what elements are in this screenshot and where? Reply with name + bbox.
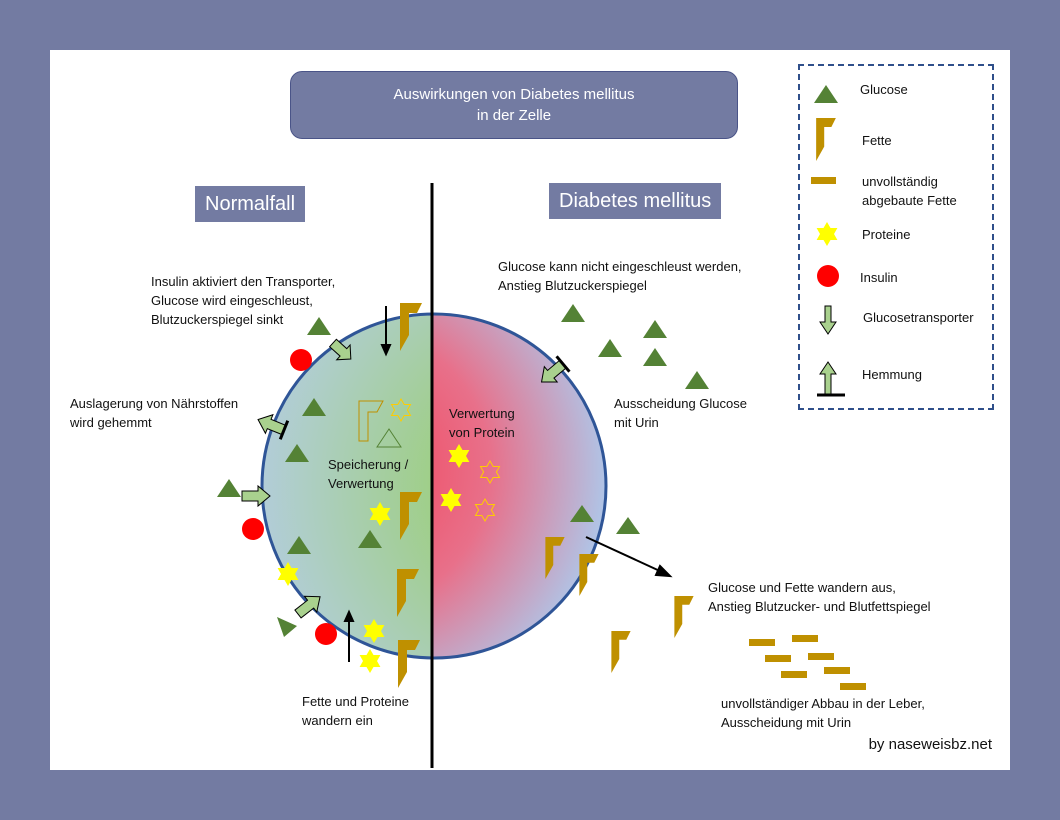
insulin-icon [242,349,337,645]
legend-icons [811,85,845,397]
annotation-fette-proteine: Fette und Proteine wandern ein [302,694,409,728]
title-line-1: Auswirkungen von Diabetes mellitus [393,86,635,103]
legend-label-hemmung: Hemmung [862,367,922,382]
title-box: Auswirkungen von Diabetes mellitus in de… [290,71,738,139]
glucose-icon [561,304,709,534]
annotation-insulin-transport: Insulin aktiviert den Transporter, Gluco… [151,274,336,327]
glucose-icon [217,317,382,637]
credit: by naseweisbz.net [868,736,992,753]
legend-label-glucose: Glucose [860,82,908,97]
glucose-triangle-icon [814,85,838,103]
cell-diabetes-half [432,314,606,658]
transporter-arrow-icon [819,305,837,335]
inhibition-arrow-icon [257,413,290,440]
cell-normal-half [262,314,432,658]
partial-fat-icon [749,635,866,690]
section-label-diabetes: Diabetes mellitus [549,183,722,219]
legend-label-partial-fats: unvollständig abgebaute Fette [862,174,957,208]
legend-label-transporter: Glucosetransporter [863,310,974,325]
annotation-ausscheidung-glucose: Ausscheidung Glucose mit Urin [614,396,747,430]
partial-fat-bar-icon [811,177,836,184]
fat-outline-icon [358,400,384,442]
annotation-abbau-leber: unvollständiger Abbau in der Leber, Auss… [721,696,925,730]
legend [798,64,994,410]
title-line-2: in der Zelle [476,107,552,124]
blocked-transporter-icon [540,355,571,383]
annotation-glucose-nicht: Glucose kann nicht eingeschleust werden,… [498,259,742,293]
influx-arrow-icon [343,306,392,662]
efflux-arrow-icon [585,536,673,578]
annotation-auslagerung: Auslagerung von Nährstoffen wird gehemmt [70,396,239,430]
legend-label-fette: Fette [862,133,892,148]
cell-membrane [260,312,608,660]
inhibition-arrow-icon [817,361,845,397]
annotation-speicherung: Speicherung / Verwertung [328,457,409,491]
annotation-wandern-aus: Glucose und Fette wandern aus, Anstieg B… [708,580,931,614]
insulin-circle-icon [817,265,839,287]
legend-label-proteine: Proteine [862,227,911,242]
annotation-verwertung-protein: Verwertung von Protein [449,406,515,440]
transporter-arrow-icon [241,338,352,619]
section-label-normal: Normalfall [195,186,306,222]
legend-label-insulin: Insulin [860,270,898,285]
glucose-outline-icon [376,428,402,448]
